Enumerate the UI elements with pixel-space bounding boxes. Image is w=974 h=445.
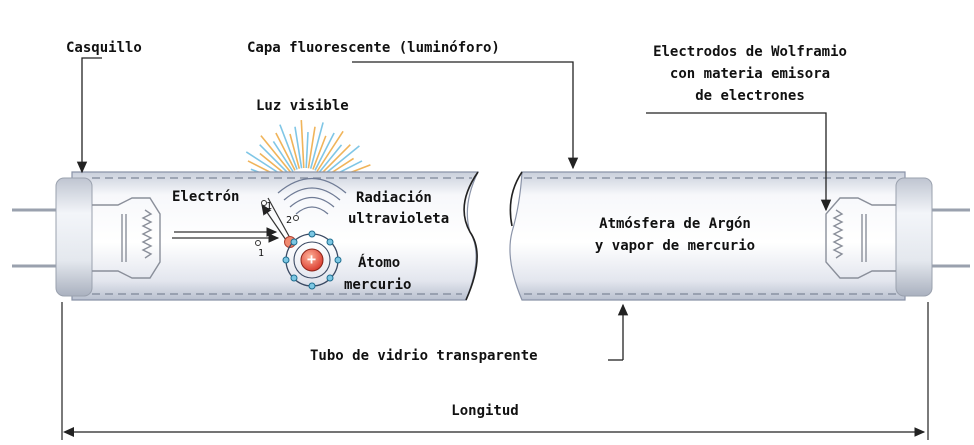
leader-casquillo <box>76 57 102 174</box>
right-tube-body <box>509 171 906 301</box>
longitud-arrow-left-head <box>63 427 74 437</box>
light-ray <box>314 132 335 171</box>
nucleus-plus-sign: + <box>307 250 317 268</box>
light-ray <box>294 126 303 169</box>
label-atmosfera-line2: y vapor de mercurio <box>594 238 756 254</box>
electron-dot-incoming <box>255 240 261 246</box>
right-cap <box>895 177 933 297</box>
label-atomo-line2: mercurio <box>344 277 412 293</box>
label-capa-fluorescente: Capa fluorescente (luminóforo) <box>247 40 500 56</box>
label-electrodos-line2: con materia emisora <box>669 66 831 82</box>
light-ray <box>272 140 294 172</box>
leader-capa <box>352 61 579 170</box>
label-casquillo: Casquillo <box>66 40 142 56</box>
light-ray <box>260 135 292 174</box>
light-ray <box>312 135 327 170</box>
leader-lines <box>76 57 832 361</box>
light-ray <box>259 144 290 175</box>
light-ray <box>305 132 309 169</box>
electron-dot-scattered <box>261 200 267 206</box>
light-ray <box>279 124 298 170</box>
light-ray <box>309 122 324 169</box>
label-number-1a: 1 <box>266 201 273 212</box>
electron-scatter-2 <box>267 197 291 239</box>
label-number-2: 2 <box>286 215 293 226</box>
label-tubo-vidrio: Tubo de vidrio transparente <box>310 348 538 364</box>
left-break-edge <box>463 171 479 301</box>
label-longitud: Longitud <box>451 403 519 419</box>
light-ray <box>300 120 305 169</box>
light-ray <box>320 144 351 175</box>
light-ray <box>289 133 301 169</box>
nucleus <box>300 248 324 272</box>
label-electrodos-line1: Electrodos de Wolframio <box>653 44 847 60</box>
leader-electrodos <box>646 112 832 212</box>
label-atmosfera-line1: Atmósfera de Argón <box>599 216 751 232</box>
light-ray <box>307 126 316 169</box>
label-number-1b: 1 <box>258 248 265 259</box>
light-ray <box>318 144 343 174</box>
label-radiacion-line1: Radiación <box>356 190 432 206</box>
electron-dot-excited <box>293 215 299 221</box>
light-ray <box>316 130 344 172</box>
left-electrode <box>92 197 161 279</box>
electron-scatter-1 <box>261 204 287 241</box>
right-break-edge <box>509 171 523 227</box>
left-cap <box>55 177 93 297</box>
right-electrode <box>825 197 896 279</box>
label-radiacion-line2: ultravioleta <box>348 211 450 227</box>
uv-waves <box>277 177 347 215</box>
label-electron: Electrón <box>172 189 240 205</box>
light-ray <box>321 145 360 177</box>
light-ray <box>275 132 296 171</box>
label-atomo-line1: Átomo <box>358 255 401 271</box>
label-electrodos-line3: de electrones <box>695 88 805 104</box>
mercury-atom <box>282 230 342 290</box>
label-luz-visible: Luz visible <box>256 98 349 114</box>
